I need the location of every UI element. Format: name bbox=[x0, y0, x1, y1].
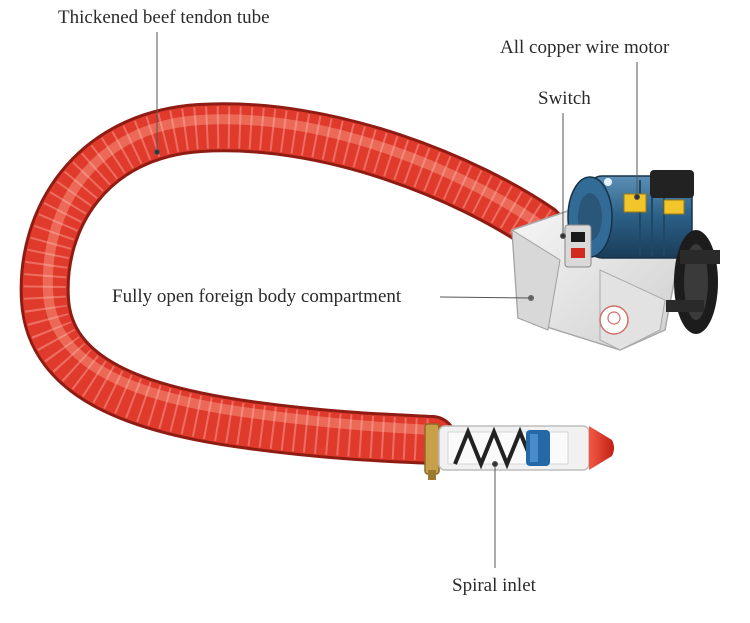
label-copper-wire-motor: All copper wire motor bbox=[500, 37, 670, 58]
motor-assembly bbox=[511, 170, 720, 351]
leader-switch-dot bbox=[560, 233, 566, 239]
leader-inlet-dot bbox=[492, 461, 498, 467]
leader-motor-dot bbox=[634, 194, 640, 200]
label-tendon-tube: Thickened beef tendon tube bbox=[58, 7, 270, 28]
leader-compartment bbox=[439, 296, 532, 299]
spiral-inlet bbox=[438, 425, 614, 471]
leader-tube-dot bbox=[154, 149, 160, 155]
label-switch: Switch bbox=[538, 88, 591, 109]
hose-clamp bbox=[424, 423, 440, 480]
leader-lines bbox=[154, 32, 640, 568]
label-spiral-inlet: Spiral inlet bbox=[452, 575, 536, 596]
tendon-tube bbox=[19, 102, 565, 465]
label-foreign-body-compartment: Fully open foreign body compartment bbox=[112, 286, 402, 307]
